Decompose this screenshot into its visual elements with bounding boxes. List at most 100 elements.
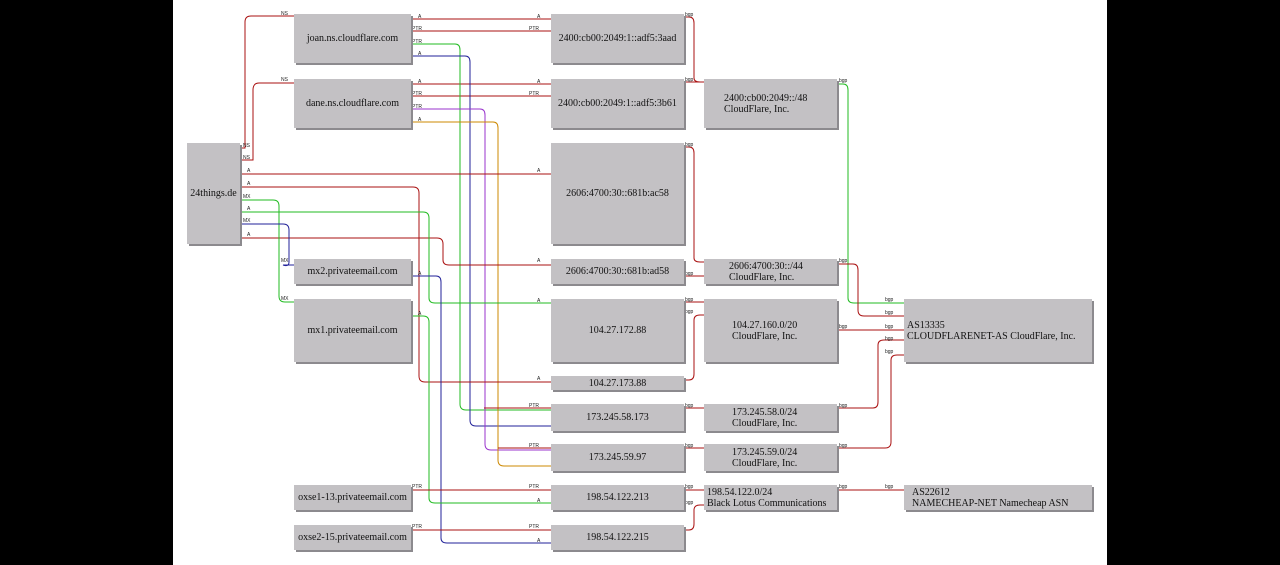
node-prefix-2606-label: 2606:4700:30::/44 CloudFlare, Inc. <box>729 260 803 283</box>
node-ip6-ad58[interactable]: 2606:4700:30::681b:ad58 <box>551 259 684 284</box>
edge-label: bgp <box>885 349 894 355</box>
node-prefix-173-58-label: 173.245.58.0/24 CloudFlare, Inc. <box>732 406 798 429</box>
node-as-cloudflare-label: AS13335 CLOUDFLARENET-AS CloudFlare, Inc… <box>907 319 1076 342</box>
node-mx1[interactable]: mx1.privateemail.com <box>294 299 411 362</box>
edge-label: A <box>537 79 541 85</box>
edge-label: bgp <box>885 484 894 490</box>
edge-label: PTR <box>529 403 539 409</box>
node-ip4-58-173[interactable]: 173.245.58.173 <box>551 404 684 431</box>
edge-label: PTR <box>412 91 422 97</box>
node-domain[interactable]: 24things.de <box>187 143 240 244</box>
edge-label: PTR <box>529 91 539 97</box>
edge-label: PTR <box>529 443 539 449</box>
edge-30 <box>837 83 904 304</box>
edge-label: bgp <box>839 403 848 409</box>
node-oxse1[interactable]: oxse1-13.privateemail.com <box>294 485 411 510</box>
edge-label: bgp <box>685 500 694 506</box>
node-prefix-173-59[interactable]: 173.245.59.0/24 CloudFlare, Inc. <box>704 444 837 471</box>
node-ip4-59-97[interactable]: 173.245.59.97 <box>551 444 684 471</box>
node-ip6-ac58[interactable]: 2606:4700:30::681b:ac58 <box>551 143 684 244</box>
edge-label: bgp <box>685 12 694 18</box>
edge-label: MX <box>243 218 251 224</box>
edge-label: MX <box>281 258 289 264</box>
edge-label: A <box>537 298 541 304</box>
node-oxse2-label: oxse2-15.privateemail.com <box>298 532 407 543</box>
edge-label: PTR <box>412 39 422 45</box>
edge-label: A <box>247 168 251 174</box>
node-ip6-ad58-label: 2606:4700:30::681b:ad58 <box>565 266 670 277</box>
edge-label: bgp <box>685 484 694 490</box>
edge-label: bgp <box>685 443 694 449</box>
node-ip4-173-88[interactable]: 104.27.173.88 <box>551 376 684 390</box>
node-prefix-2606[interactable]: 2606:4700:30::/44 CloudFlare, Inc. <box>704 259 837 284</box>
edge-label: bgp <box>885 324 894 330</box>
node-ns-joan[interactable]: joan.ns.cloudflare.com <box>294 14 411 63</box>
edge-7 <box>411 121 551 467</box>
edge-label: A <box>537 376 541 382</box>
node-ip4-172-88-label: 104.27.172.88 <box>588 325 647 336</box>
edge-label: A <box>418 117 422 123</box>
edge-label: bgp <box>885 297 894 303</box>
edge-label-ns-2: NS <box>243 155 251 161</box>
node-prefix-2400[interactable]: 2400:cb00:2049::/48 CloudFlare, Inc. <box>704 79 837 128</box>
node-oxse2[interactable]: oxse2-15.privateemail.com <box>294 525 411 550</box>
edge-10 <box>240 237 551 266</box>
node-ip4-172-88[interactable]: 104.27.172.88 <box>551 299 684 362</box>
node-ip4-213[interactable]: 198.54.122.213 <box>551 485 684 510</box>
edge-label: A <box>247 181 251 187</box>
edge-label: bgp <box>685 271 694 277</box>
edge-label: bgp <box>839 443 848 449</box>
node-mx2[interactable]: mx2.privateemail.com <box>294 259 411 284</box>
node-mx1-label: mx1.privateemail.com <box>307 325 398 336</box>
node-prefix-104-label: 104.27.160.0/20 CloudFlare, Inc. <box>732 319 798 342</box>
node-as-cloudflare[interactable]: AS13335 CLOUDFLARENET-AS CloudFlare, Inc… <box>904 299 1092 362</box>
node-ns-dane-label: dane.ns.cloudflare.com <box>305 98 400 109</box>
edge-6 <box>411 108 551 451</box>
node-prefix-104[interactable]: 104.27.160.0/20 CloudFlare, Inc. <box>704 299 837 362</box>
edge-34 <box>837 354 904 449</box>
edge-label: A <box>418 51 422 57</box>
edge-label: A <box>537 538 541 544</box>
edge-9 <box>240 186 551 383</box>
edge-label: A <box>537 498 541 504</box>
node-ip6-3b61[interactable]: 2400:cb00:2049:1::adf5:3b61 <box>551 79 684 128</box>
edge-label: bgp <box>685 297 694 303</box>
node-oxse1-label: oxse1-13.privateemail.com <box>298 492 407 503</box>
node-ip6-3aad-label: 2400:cb00:2049:1::adf5:3aad <box>558 33 677 44</box>
edge-label: PTR <box>412 104 422 110</box>
node-ip4-215[interactable]: 198.54.122.215 <box>551 525 684 550</box>
node-ip4-58-173-label: 173.245.58.173 <box>586 412 649 423</box>
edge-label-ns-1: NS <box>243 143 251 149</box>
edge-5 <box>411 55 551 427</box>
edge-label: PTR <box>529 26 539 32</box>
edge-label: bgp <box>885 310 894 316</box>
edge-29 <box>684 504 704 531</box>
edge-31 <box>837 263 904 317</box>
node-ns-dane[interactable]: dane.ns.cloudflare.com <box>294 79 411 128</box>
node-ip4-215-label: 198.54.122.215 <box>586 532 649 543</box>
edge-label: bgp <box>839 484 848 490</box>
edge-label: bgp <box>685 403 694 409</box>
node-as-namecheap[interactable]: AS22612 NAMECHEAP-NET Namecheap ASN <box>904 485 1092 510</box>
edge-label: A <box>247 232 251 238</box>
edge-label: bgp <box>839 324 848 330</box>
edge-14 <box>411 275 551 544</box>
edge-label: A <box>418 311 422 317</box>
edge-label: MX <box>243 194 251 200</box>
node-ip4-173-88-label: 104.27.173.88 <box>588 377 647 389</box>
edge-25 <box>684 314 704 381</box>
edge-label: PTR <box>412 524 422 530</box>
node-prefix-198-label: 198.54.122.0/24 Black Lotus Communicatio… <box>707 486 827 509</box>
node-prefix-198[interactable]: 198.54.122.0/24 Black Lotus Communicatio… <box>704 485 837 510</box>
node-ip6-3aad[interactable]: 2400:cb00:2049:1::adf5:3aad <box>551 14 684 63</box>
node-ip6-ac58-label: 2606:4700:30::681b:ac58 <box>566 188 669 199</box>
edge-label: A <box>537 168 541 174</box>
edge-label: A <box>247 206 251 212</box>
edge-label: bgp <box>839 258 848 264</box>
edge-label: bgp <box>885 336 894 342</box>
edge-label: PTR <box>412 26 422 32</box>
edge-label: PTR <box>529 524 539 530</box>
edge-label: PTR <box>529 484 539 490</box>
edge-12 <box>240 199 294 303</box>
node-prefix-173-58[interactable]: 173.245.58.0/24 CloudFlare, Inc. <box>704 404 837 431</box>
